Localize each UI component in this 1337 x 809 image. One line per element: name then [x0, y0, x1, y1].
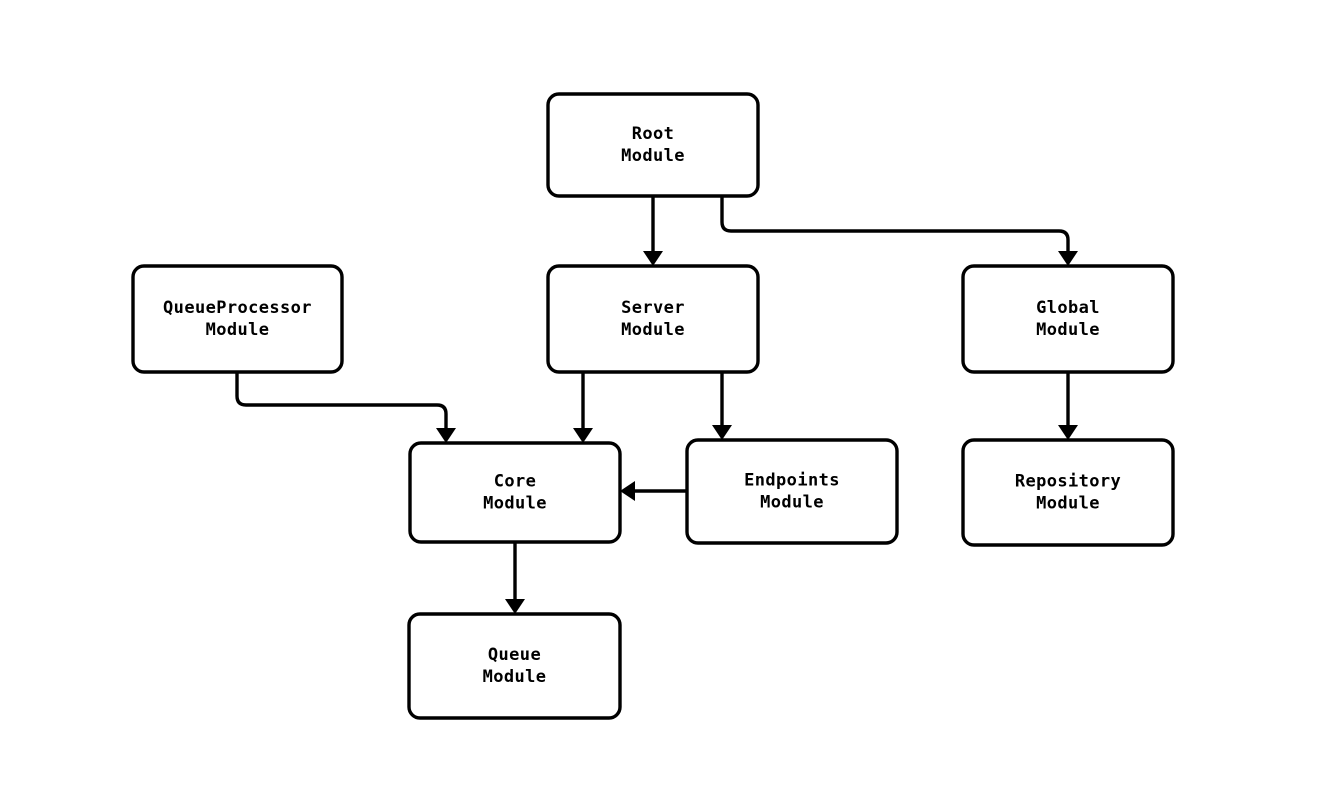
node-box[interactable] — [131, 264, 344, 374]
arrowhead-icon — [573, 428, 593, 443]
arrowhead-icon — [712, 425, 732, 440]
edge-root-to-server — [643, 196, 663, 266]
edge-queueprocessor-to-core — [235, 372, 456, 443]
node-label-line1: Root — [632, 124, 675, 144]
node-label-line1: Global — [1036, 298, 1100, 318]
nodes-layer: RootModuleQueueProcessorModuleServerModu… — [131, 92, 1175, 720]
node-box[interactable] — [961, 438, 1175, 547]
node-label-line1: Server — [621, 298, 685, 318]
arrowhead-icon — [1058, 425, 1078, 440]
edge-core-to-queue — [505, 542, 525, 614]
edge-server-to-endpoints — [712, 372, 732, 440]
node-label-line1: Repository — [1015, 472, 1121, 492]
edge-root-to-global — [720, 196, 1078, 266]
node-label-line2: Module — [206, 320, 270, 340]
node-label-line1: Queue — [488, 645, 541, 665]
node-box[interactable] — [546, 92, 760, 198]
node-label-line2: Module — [1036, 494, 1100, 514]
node-box[interactable] — [408, 441, 622, 544]
arrowhead-icon — [505, 599, 525, 614]
node-label-line1: QueueProcessor — [163, 298, 312, 318]
edge-line — [720, 196, 1070, 251]
edge-global-to-repository — [1058, 372, 1078, 440]
node-label-line2: Module — [1036, 320, 1100, 340]
node-box[interactable] — [407, 612, 622, 720]
node-label-line2: Module — [483, 494, 547, 514]
node-label-line2: Module — [483, 667, 547, 687]
node-box[interactable] — [685, 438, 899, 545]
edge-line — [235, 372, 448, 428]
arrowhead-icon — [643, 251, 663, 266]
edges-layer — [235, 196, 1078, 614]
arrowhead-icon — [436, 428, 456, 443]
node-label-line1: Core — [494, 472, 537, 492]
node-label-line2: Module — [760, 493, 824, 513]
edge-endpoints-to-core — [620, 481, 687, 501]
node-box[interactable] — [961, 264, 1175, 374]
arrowhead-icon — [620, 481, 635, 501]
node-box[interactable] — [546, 264, 760, 374]
edge-server-to-core — [573, 372, 593, 443]
node-label-line2: Module — [621, 146, 685, 166]
node-label-line1: Endpoints — [744, 471, 840, 491]
node-label-line2: Module — [621, 320, 685, 340]
arrowhead-icon — [1058, 251, 1078, 266]
